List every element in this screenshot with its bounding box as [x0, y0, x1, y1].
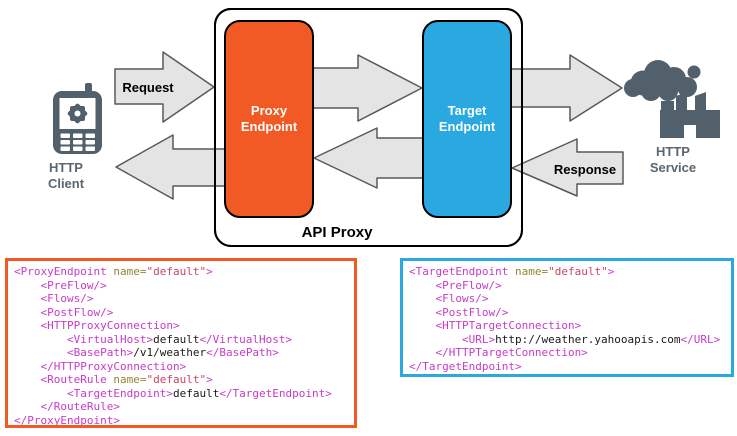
code-token: name= [508, 265, 549, 278]
code-line: <BasePath>/v1/weather</BasePath> [14, 346, 348, 360]
code-line: <Flows/> [409, 292, 725, 306]
target-endpoint-box: Target Endpoint [422, 20, 512, 218]
code-token: name= [106, 265, 147, 278]
code-line: <HTTPTargetConnection> [409, 319, 725, 333]
code-line: </HTTPProxyConnection> [14, 360, 348, 374]
code-token: default [172, 386, 220, 400]
gear-icon [67, 103, 88, 124]
code-token: </TargetEndpoint> [409, 359, 522, 373]
proxy-endpoint-box: Proxy Endpoint [224, 20, 314, 218]
code-line: <TargetEndpoint>default</TargetEndpoint> [14, 387, 348, 401]
code-token: "default" [146, 373, 207, 386]
code-token: </BasePath> [206, 346, 279, 359]
api-proxy-label: API Proxy [301, 224, 373, 241]
http-service-label: HTTP Service [649, 144, 697, 175]
code-token: <PreFlow/> [409, 278, 502, 292]
code-token: /v1/weather [133, 346, 207, 359]
code-line: <PostFlow/> [409, 306, 725, 320]
response-label: Response [553, 162, 617, 177]
code-token: > [206, 265, 213, 278]
code-line: </RouteRule> [14, 400, 348, 414]
code-token: "default" [548, 265, 608, 278]
code-line: </HTTPTargetConnection> [409, 346, 725, 360]
code-token: <TargetEndpoint [409, 265, 509, 278]
code-token: > [206, 373, 213, 386]
code-token: </URL> [680, 332, 721, 346]
code-token: </VirtualHost> [199, 332, 293, 346]
request-arrow-client-to-proxy [114, 51, 215, 123]
factory-building [660, 92, 720, 138]
target-endpoint-xml-panel: <TargetEndpoint name="default"> <PreFlow… [400, 258, 734, 377]
http-client-phone-icon [53, 83, 102, 154]
response-arrow-target-to-proxy [313, 127, 427, 189]
code-token: <VirtualHost> [14, 332, 154, 346]
code-line: <PreFlow/> [409, 279, 725, 293]
request-label: Request [122, 80, 174, 95]
code-line: <HTTPProxyConnection> [14, 319, 348, 333]
factory-door [684, 125, 696, 138]
code-token: </HTTPProxyConnection> [14, 359, 187, 373]
http-client-label: HTTP Client [47, 160, 85, 191]
code-token: </TargetEndpoint> [219, 386, 332, 400]
smoke-cloud-icon [624, 60, 701, 101]
code-line: <URL>http://weather.yahooapis.com</URL> [409, 333, 725, 347]
code-token: <URL> [409, 332, 496, 346]
code-token: <BasePath> [14, 346, 134, 359]
code-token: </ProxyEndpoint> [14, 413, 120, 427]
code-token: <PostFlow/> [14, 305, 114, 319]
code-line: <PreFlow/> [14, 279, 348, 293]
code-line: <Flows/> [14, 292, 348, 306]
code-token: name= [106, 373, 147, 386]
code-token: <ProxyEndpoint [14, 265, 107, 278]
code-line: <PostFlow/> [14, 306, 348, 320]
code-token: </HTTPTargetConnection> [409, 346, 588, 359]
code-line: <VirtualHost>default</VirtualHost> [14, 333, 348, 347]
code-line: </ProxyEndpoint> [14, 413, 348, 427]
response-arrow-service-to-target [511, 138, 624, 197]
code-token: <PostFlow/> [409, 305, 509, 319]
phone-keypad [60, 133, 95, 151]
code-token: <TargetEndpoint> [14, 386, 173, 400]
code-token: <RouteRule [14, 373, 107, 386]
code-token: > [607, 265, 615, 278]
code-token: <HTTPProxyConnection> [14, 319, 180, 332]
api-proxy-container-border [214, 8, 523, 247]
code-token: </RouteRule> [14, 400, 120, 413]
code-token: "default" [146, 265, 207, 278]
code-token: <PreFlow/> [14, 278, 107, 292]
code-token: default [153, 332, 200, 346]
request-arrow-proxy-to-target [311, 54, 423, 122]
code-token: <Flows/> [409, 292, 489, 305]
code-line: <TargetEndpoint name="default"> [409, 265, 725, 279]
http-service-factory-icon [624, 60, 720, 138]
request-arrow-target-to-service [507, 54, 623, 122]
code-line: </TargetEndpoint> [409, 360, 725, 374]
code-token: <Flows/> [14, 292, 94, 305]
proxy-endpoint-xml-panel: <ProxyEndpoint name="default"> <PreFlow/… [5, 258, 357, 428]
code-line: <ProxyEndpoint name="default"> [14, 265, 348, 279]
code-line: <RouteRule name="default"> [14, 373, 348, 387]
code-token: http://weather.yahooapis.com [495, 332, 681, 346]
code-token: <HTTPTargetConnection> [409, 319, 582, 332]
